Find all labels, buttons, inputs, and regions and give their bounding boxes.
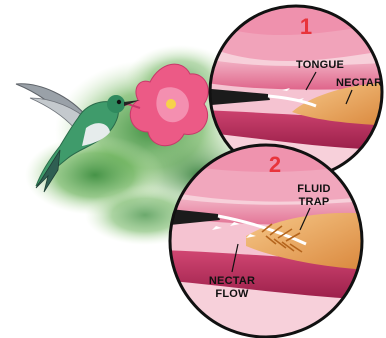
label-nectar-flow-line1: NECTAR bbox=[209, 275, 255, 287]
label-nectar: NECTAR bbox=[336, 77, 382, 89]
label-nectar-flow-line2: FLOW bbox=[215, 288, 249, 300]
label-fluid-trap-line2: TRAP bbox=[299, 196, 330, 208]
label-fluid-trap-line1: FLUID bbox=[297, 183, 330, 195]
panel-1-number: 1 bbox=[300, 14, 312, 39]
label-tongue: TONGUE bbox=[296, 59, 344, 71]
panel-2-number: 2 bbox=[269, 152, 281, 177]
